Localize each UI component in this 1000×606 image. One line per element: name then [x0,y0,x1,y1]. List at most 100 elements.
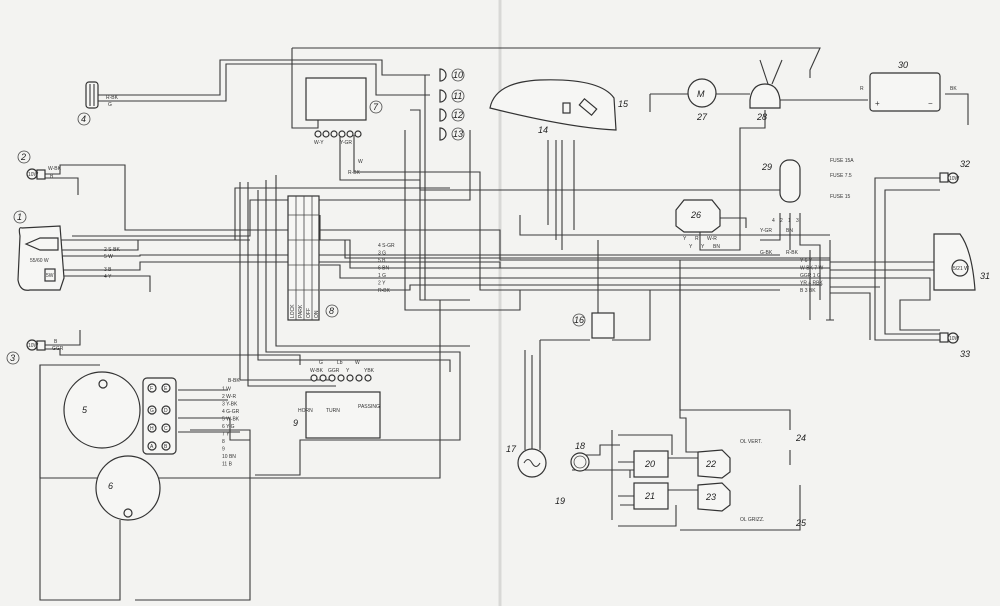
connector-pin [161,405,171,415]
wire [320,284,822,291]
pin-letter: D [164,408,168,414]
wire-label: 5 W-BK [222,417,240,423]
wire [239,182,330,381]
wire [539,339,590,450]
ignition-on: ON [314,310,320,318]
warning-lamp [439,68,447,82]
pin-letter: H [150,426,154,432]
label-16: 16 [574,315,584,325]
wire [618,461,634,506]
wire-label: Y [683,236,687,242]
front-indicator-lower: 10W 3 B GGR [6,339,64,365]
connector-pin [355,374,363,382]
wire-label: 9 [222,447,225,453]
wire [275,175,470,347]
pin-color-label: W [355,360,360,366]
label-20: 20 [644,459,655,469]
wire-label: B-BK [228,378,240,384]
connector-pin [314,130,322,138]
wire-label: 2 Y [378,281,386,287]
pin-letter: A [150,444,154,450]
connector-pin [147,423,157,433]
pin-color-label: Y [346,368,350,374]
wire [60,187,450,241]
label-14: 14 [538,125,548,135]
connector-pin [328,374,336,382]
wire [649,93,750,112]
wire-label: B 3 BK [800,288,816,294]
wire-label: R-BK [348,170,361,176]
starter-relay: 28 [749,83,781,122]
wire-label: 3 G [378,251,386,257]
relay-7: 7 W-Y Y-GR R-BK W [305,77,383,176]
pin-letter: E [164,386,168,392]
wire [424,74,430,300]
wire-harness [39,47,969,601]
ignition-switch: LOCK PARK OFF ON 8 4 S-GR3 G5 B6 BN1 G2 … [287,195,395,321]
wire-label: R [860,86,864,92]
wire [874,177,940,341]
fuse-box: 29 FUSE 15A FUSE 7.5 FUSE 15 [761,158,854,203]
label-12: 12 [453,110,463,120]
fuse-15: FUSE 15 [830,194,851,200]
label-32: 32 [960,159,970,169]
label-8: 8 [329,306,334,316]
fuel-tank: 14 15 [489,79,629,135]
label-10: 10 [453,70,463,80]
wire-label: 4 G-GR [222,409,240,415]
horn-label: HORN [298,408,313,414]
wire [519,215,830,236]
connector-pin [310,374,318,382]
wire [799,213,821,300]
wire-label: 6 BN [378,266,390,272]
horn: 4 R-BK G [77,81,119,126]
wire [680,485,801,531]
wire-label: 7 Y [222,432,230,438]
label-31: 31 [980,271,990,281]
bulb-rating: 10W [949,336,960,342]
connector-pin [161,383,171,393]
wire-label: BN [713,244,720,250]
connector-pin [319,374,327,382]
wire-label: 1 [788,218,791,224]
wire-label: W-BK [48,166,62,172]
connector-pin [330,130,338,138]
wire-label: R-BK [378,288,391,294]
wire [679,280,698,453]
wire [759,59,783,85]
connector-pin [338,130,346,138]
label-7: 7 [373,102,379,112]
wire [45,348,301,365]
connector-pin [322,130,330,138]
pin-color-label: G [319,360,323,366]
label-21: 21 [644,491,655,501]
pin-letter: C [164,426,168,432]
wire-label: 3 Y-BK [222,402,238,408]
wire-label: 2 [780,218,783,224]
oil-upper-label: OL VERT. [740,439,762,445]
label-9: 9 [293,418,298,428]
wire [96,63,430,102]
label-28: 28 [756,112,767,122]
wire [292,47,821,78]
fuse-7-5: FUSE 7.5 [830,173,852,179]
wire [62,275,151,292]
label-22: 22 [705,459,716,469]
label-5: 5 [82,405,88,415]
label-17: 17 [506,444,517,454]
wire [410,109,800,191]
wire [39,364,121,601]
tachometer: 6 [95,455,161,521]
label-13: 13 [453,129,463,139]
wire [572,469,631,478]
wire-label: R-BK [786,250,799,256]
wire-label: 3 [796,218,799,224]
motor-symbol: M [697,89,705,99]
ignition-lock: LOCK [290,304,296,318]
headlight: 1 55/60 W 5W 2 S-BK 5 W 3 B 4 Y [13,210,121,291]
wire [257,190,451,372]
label-11: 11 [453,91,462,101]
wire [135,429,251,601]
